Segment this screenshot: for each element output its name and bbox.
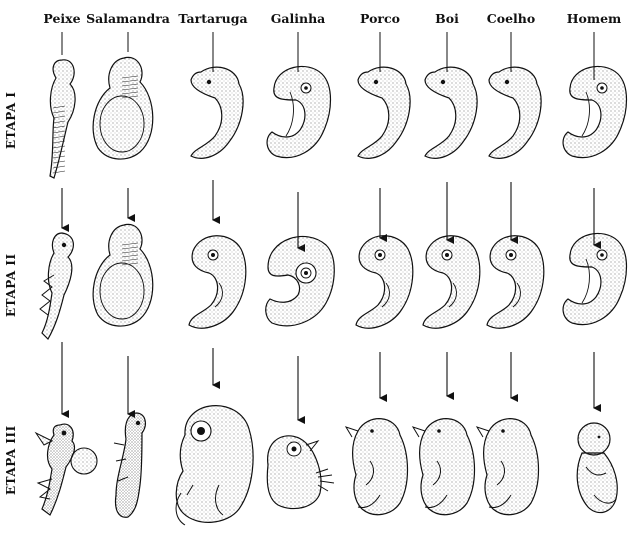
embryo-galinha-stage-2: [265, 235, 335, 327]
embryo-salamandra-stage-2: [92, 223, 154, 327]
column-label-salamandra: Salamandra: [86, 11, 170, 26]
embryo-tartaruga-stage-1: [190, 66, 244, 159]
embryo-coelho-stage-3: [475, 418, 540, 516]
embryo-galinha-stage-3: [266, 435, 335, 510]
embryo-homem-stage-1: [562, 65, 628, 159]
column-label-peixe: Peixe: [43, 11, 81, 26]
embryo-homem-stage-3: [576, 422, 618, 514]
embryo-peixe-stage-3: [34, 423, 98, 516]
column-label-homem: Homem: [566, 11, 622, 26]
embryo-salamandra-stage-3: [113, 412, 146, 518]
stage-connectors: [61, 32, 601, 424]
column-label-tartaruga: Tartaruga: [178, 11, 248, 26]
embryo-tartaruga-stage-2: [188, 235, 247, 329]
column-label-galinha: Galinha: [270, 11, 326, 26]
column-label-coelho: Coelho: [486, 11, 536, 26]
embryo-coelho-stage-1: [488, 66, 542, 159]
column-label-boi: Boi: [435, 11, 459, 26]
embryo-boi-stage-3: [411, 418, 476, 516]
embryo-coelho-stage-2: [486, 235, 545, 329]
embryo-porco-stage-2: [355, 235, 414, 329]
embryo-peixe-stage-1: [49, 59, 76, 179]
embryo-peixe-stage-2: [39, 232, 74, 340]
embryo-porco-stage-1: [357, 66, 411, 159]
column-label-porco: Porco: [360, 11, 400, 26]
embryo-boi-stage-1: [424, 66, 478, 159]
embryo-homem-stage-2: [562, 232, 628, 326]
embryo-porco-stage-3: [344, 418, 409, 516]
embryo-boi-stage-2: [422, 235, 481, 329]
embryo-galinha-stage-1: [266, 65, 332, 159]
embryo-layer: [34, 56, 628, 526]
embryo-salamandra-stage-1: [92, 56, 154, 160]
embryo-tartaruga-stage-3: [175, 405, 254, 526]
